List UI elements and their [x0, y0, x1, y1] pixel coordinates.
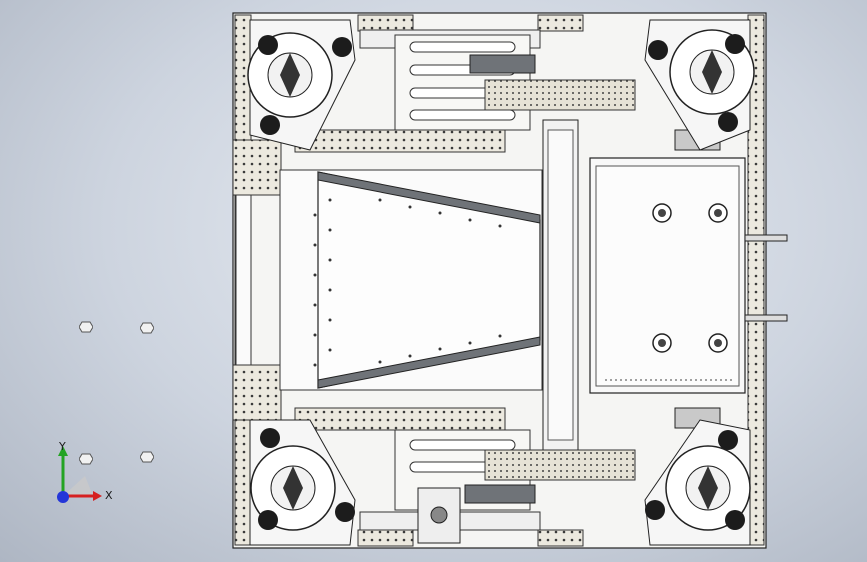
- triad-y-label: Y: [59, 440, 66, 453]
- bottom-rail-right: [537, 529, 584, 547]
- left-bracket-lower: [232, 364, 282, 421]
- gearbox-bolts: [652, 203, 728, 353]
- triad-x-label: X: [105, 489, 113, 502]
- right-pin-lower: [744, 314, 788, 322]
- hex-nut-icon: [140, 451, 154, 463]
- lower-linkage: [484, 449, 636, 481]
- wheel-module-top-left: [247, 19, 356, 151]
- left-channel: [235, 194, 252, 371]
- upper-linkage: [484, 79, 636, 111]
- right-pin-upper: [744, 234, 788, 242]
- triad-axes-icon: [57, 446, 102, 503]
- hex-nut-icon: [79, 321, 93, 333]
- reference-triad: Y X: [45, 440, 125, 510]
- upper-steel-bar: [469, 54, 536, 74]
- funnel-rivets: [313, 198, 502, 367]
- bottom-rail-center: [357, 529, 414, 547]
- right-rail: [747, 14, 765, 546]
- funnel-lower-rail: [317, 336, 541, 389]
- funnel-upper-rail: [317, 171, 541, 224]
- left-bracket-upper: [232, 139, 282, 196]
- lower-cross-beam: [294, 407, 506, 431]
- wheel-module-bottom-left: [249, 419, 356, 546]
- hex-nut-icon: [140, 322, 154, 334]
- wheel-module-bottom-right: [644, 419, 751, 546]
- top-rail-right: [537, 14, 584, 32]
- wheel-module-top-right: [644, 19, 755, 151]
- top-rail-center: [357, 14, 414, 32]
- hex-nut-icon: [79, 453, 93, 465]
- upper-cross-beam: [294, 129, 506, 153]
- lower-steel-bar: [464, 484, 536, 504]
